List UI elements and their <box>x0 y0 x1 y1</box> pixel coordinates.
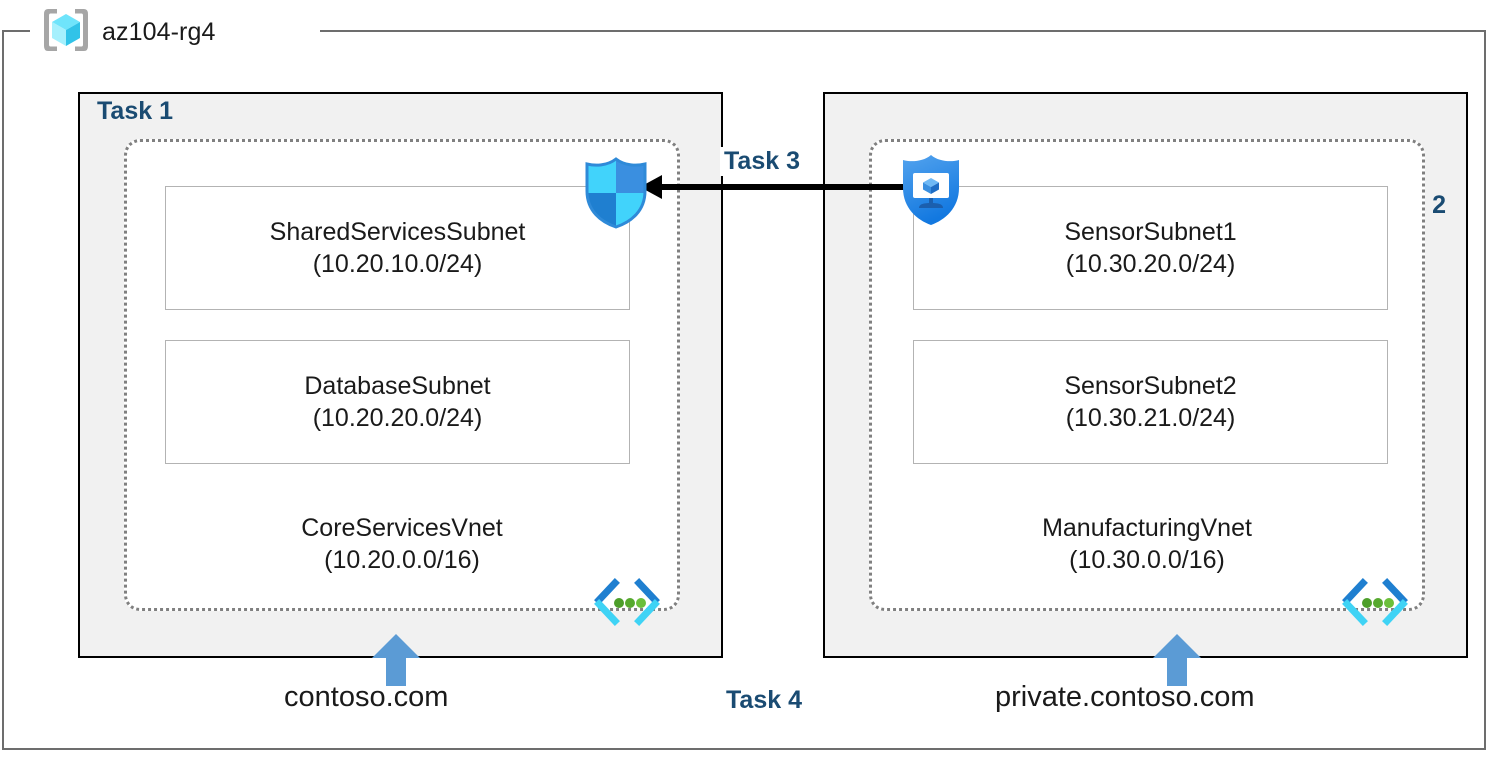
vnet-brackets-icon <box>592 578 662 628</box>
subnet-shared-services-name: SharedServicesSubnet <box>269 218 526 246</box>
azure-resource-group-cube-icon <box>40 4 92 61</box>
vnet-core-services-cidr: (10.20.0.0/16) <box>324 546 480 574</box>
vnet-core-services-name: CoreServicesVnet <box>301 514 503 542</box>
subnet-sensor-2: SensorSubnet2 (10.30.21.0/24) <box>913 340 1388 464</box>
subnet-sensor-2-cidr: (10.30.21.0/24) <box>1065 404 1236 432</box>
task3-label: Task 3 <box>720 147 804 176</box>
task1-label: Task 1 <box>97 97 173 125</box>
subnet-database: DatabaseSubnet (10.20.20.0/24) <box>165 340 630 464</box>
resource-group-header: az104-rg4 <box>40 6 215 58</box>
task4-label: Task 4 <box>722 686 806 715</box>
vnet-manufacturing-cidr: (10.30.0.0/16) <box>1069 546 1225 574</box>
dns-link-up-arrow-icon <box>372 634 420 686</box>
subnet-database-cidr: (10.20.20.0/24) <box>312 404 483 432</box>
vnet-peering-connection-line <box>660 184 906 190</box>
vnet-manufacturing-name: ManufacturingVnet <box>1042 514 1252 542</box>
vnet-manufacturing-caption: ManufacturingVnet (10.30.0.0/16) <box>872 512 1422 576</box>
subnet-database-name: DatabaseSubnet <box>304 372 491 400</box>
vnet-core-services-caption: CoreServicesVnet (10.20.0.0/16) <box>127 512 677 576</box>
subnet-shared-services-cidr: (10.20.10.0/24) <box>312 250 483 278</box>
subnet-sensor-1: SensorSubnet1 (10.30.20.0/24) <box>913 186 1388 310</box>
resource-group-boundary <box>2 30 1486 750</box>
dns-link-up-arrow-icon <box>1153 634 1201 686</box>
subnet-sensor-1-cidr: (10.30.20.0/24) <box>1065 250 1236 278</box>
subnet-sensor-1-name: SensorSubnet1 <box>1064 218 1237 246</box>
subnet-shared-services: SharedServicesSubnet (10.20.10.0/24) <box>165 186 630 310</box>
virtual-machine-shield-icon <box>898 152 964 228</box>
resource-group-name: az104-rg4 <box>102 17 216 46</box>
security-shield-icon <box>583 157 649 229</box>
dns-zone-private-contoso: private.contoso.com <box>995 681 1255 713</box>
vnet-brackets-icon <box>1340 578 1410 628</box>
dns-zone-contoso: contoso.com <box>284 681 449 713</box>
subnet-sensor-2-name: SensorSubnet2 <box>1064 372 1237 400</box>
